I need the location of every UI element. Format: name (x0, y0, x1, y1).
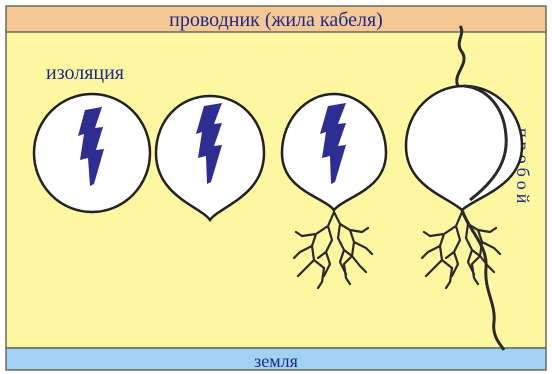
insulation-label: изоляция (46, 62, 124, 84)
ground-label: земля (254, 351, 298, 371)
conductor-label: проводник (жила кабеля) (169, 9, 383, 31)
void-stage-1 (34, 94, 150, 212)
